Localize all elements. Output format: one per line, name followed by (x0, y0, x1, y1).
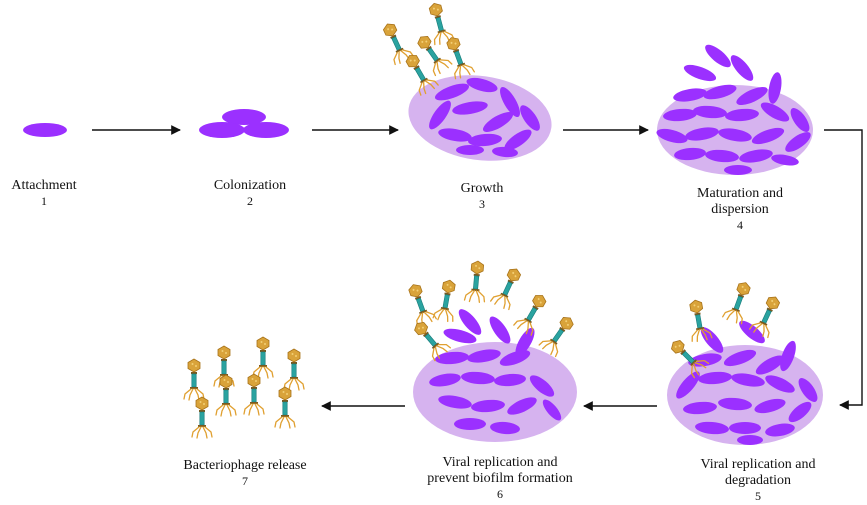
stage-6-prevention-graphic (403, 259, 580, 442)
stage-label-text: Maturation and (697, 186, 783, 201)
stage-7-label: Bacteriophage release 7 (170, 458, 320, 489)
stage-number: 4 (737, 218, 743, 232)
stage-5-label: Viral replication and degradation 5 (678, 457, 838, 504)
stage-number: 3 (479, 197, 485, 211)
stage-1-attachment-graphic (23, 123, 67, 137)
stage-2-label: Colonization 2 (195, 178, 305, 209)
stage-6-label: Viral replication and prevent biofilm fo… (400, 455, 600, 502)
process-arrows (92, 125, 863, 411)
stage-label-text: Attachment (11, 178, 77, 193)
bacterium-icon (243, 122, 289, 138)
stage-3-label: Growth 3 (432, 181, 532, 212)
stage-4-label: Maturation and dispersion 4 (680, 186, 800, 233)
stage-label-text: Growth (460, 181, 504, 196)
stage-label-text: Colonization (213, 178, 287, 193)
stage-1-label: Attachment 1 (5, 178, 83, 209)
stage-label-text: Viral replication and (442, 455, 558, 470)
stage-number: 7 (242, 474, 248, 488)
bacterium-icon (199, 122, 245, 138)
stage-3-growth-graphic (377, 0, 552, 161)
stage-label-text: dispersion (711, 202, 769, 217)
stage-4-maturation-graphic (656, 44, 813, 175)
arrow-4-to-5 (824, 129, 863, 410)
stage-number: 6 (497, 487, 503, 501)
stage-2-colonization-graphic (199, 109, 289, 138)
stage-number: 5 (755, 489, 761, 503)
bacterium-icon (23, 123, 67, 137)
stage-label-text: Viral replication and (700, 457, 816, 472)
stage-5-degradation-graphic (665, 278, 823, 445)
bacterium-icon (222, 109, 266, 125)
stage-number: 2 (247, 194, 253, 208)
stage-label-text: prevent biofilm formation (427, 471, 573, 486)
biofilm-icon (413, 342, 577, 442)
stage-number: 1 (41, 194, 47, 208)
stage-7-release-graphic (183, 336, 305, 439)
stage-label-text: degradation (724, 473, 792, 488)
stage-label-text: Bacteriophage release (183, 458, 307, 473)
